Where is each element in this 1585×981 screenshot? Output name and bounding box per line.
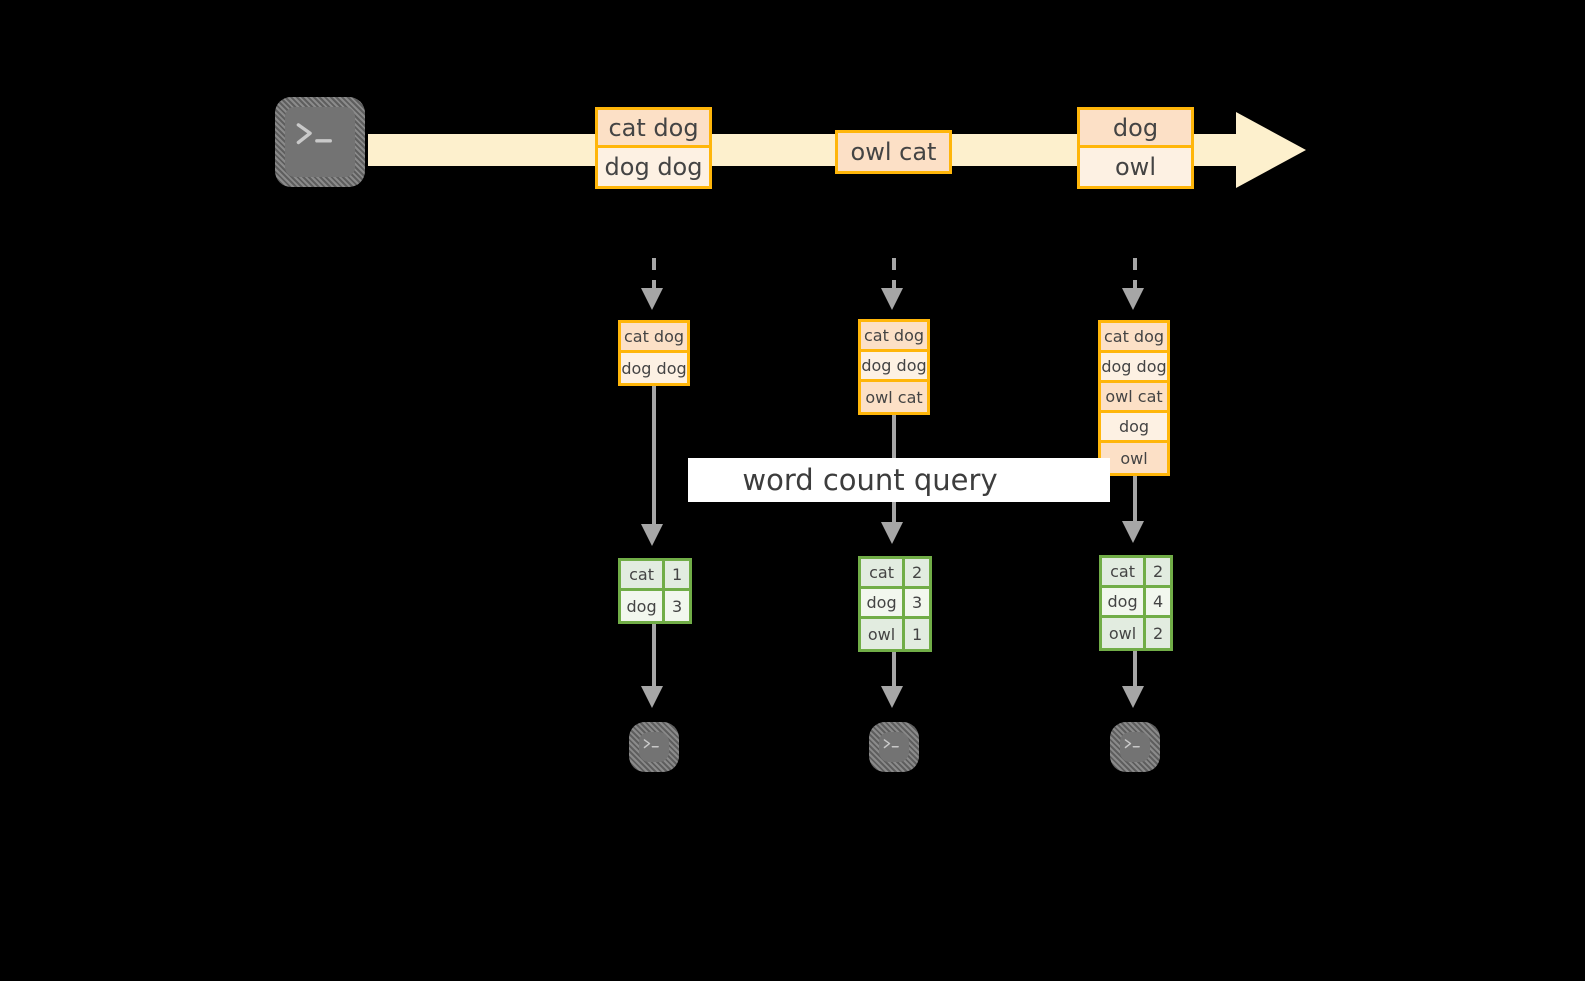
snapshot-3-input-line-3: owl cat bbox=[1101, 383, 1167, 413]
snapshot-2-input-line-1: cat dog bbox=[861, 322, 927, 352]
snapshot-1-capture-line bbox=[652, 258, 656, 296]
snapshot-3-row-3-key: owl bbox=[1102, 618, 1147, 648]
snapshot-1-row-2-value: 3 bbox=[665, 591, 689, 621]
snapshot-3-row-1-key: cat bbox=[1102, 558, 1147, 585]
snapshot-3-row-3-value: 2 bbox=[1146, 618, 1170, 648]
snapshot-3-query-arrowhead bbox=[1122, 521, 1144, 543]
snapshot-1-input-line-1: cat dog bbox=[621, 323, 687, 353]
stream-event-1-line-2: dog dog bbox=[598, 148, 709, 186]
snapshot-2-sink-arrowhead bbox=[881, 686, 903, 708]
snapshot-1-sink-terminal-icon bbox=[629, 722, 679, 772]
snapshot-3-row-2-key: dog bbox=[1102, 588, 1147, 615]
query-label: word count query bbox=[688, 458, 1110, 502]
table-row: dog 4 bbox=[1102, 588, 1170, 618]
snapshot-2-result-table: cat 2 dog 3 owl 1 bbox=[858, 556, 932, 652]
snapshot-1-query-arrowhead bbox=[641, 524, 663, 546]
snapshot-1-row-2-key: dog bbox=[621, 591, 666, 621]
snapshot-3-capture-line bbox=[1133, 258, 1137, 296]
snapshot-1-sink-arrowhead bbox=[641, 686, 663, 708]
snapshot-1-row-1-value: 1 bbox=[665, 561, 689, 588]
snapshot-3-row-1-value: 2 bbox=[1146, 558, 1170, 585]
snapshot-3-input-box: cat dog dog dog owl cat dog owl bbox=[1098, 320, 1170, 476]
query-label-text: word count query bbox=[742, 463, 998, 497]
snapshot-2-row-2-value: 3 bbox=[905, 589, 929, 616]
snapshot-2-row-1-key: cat bbox=[861, 559, 906, 586]
snapshot-3-input-line-5: owl bbox=[1101, 443, 1167, 473]
terminal-prompt-icon bbox=[295, 118, 345, 150]
table-row: owl 1 bbox=[861, 619, 929, 649]
snapshot-2-row-3-value: 1 bbox=[905, 619, 929, 649]
snapshot-1-row-1-key: cat bbox=[621, 561, 666, 588]
table-row: dog 3 bbox=[621, 591, 689, 621]
snapshot-2-capture-arrowhead bbox=[881, 288, 903, 310]
snapshot-1-sink-line bbox=[652, 622, 656, 688]
snapshot-2-row-2-key: dog bbox=[861, 589, 906, 616]
snapshot-2-row-3-key: owl bbox=[861, 619, 906, 649]
snapshot-2-sink-terminal-icon bbox=[869, 722, 919, 772]
table-row: owl 2 bbox=[1102, 618, 1170, 648]
snapshot-3-sink-terminal-icon bbox=[1110, 722, 1160, 772]
stream-event-3-line-2: owl bbox=[1080, 148, 1191, 186]
snapshot-2-input-box: cat dog dog dog owl cat bbox=[858, 319, 930, 415]
snapshot-1-query-line bbox=[652, 386, 656, 526]
stream-event-3-line-1: dog bbox=[1080, 110, 1191, 148]
source-terminal-icon bbox=[275, 97, 365, 187]
snapshot-2-sink-line bbox=[892, 650, 896, 688]
snapshot-2-capture-line bbox=[892, 258, 896, 296]
terminal-prompt-icon bbox=[643, 737, 665, 751]
snapshot-1-input-box: cat dog dog dog bbox=[618, 320, 690, 386]
snapshot-2-input-line-3: owl cat bbox=[861, 382, 927, 412]
snapshot-3-capture-arrowhead bbox=[1122, 288, 1144, 310]
stream-event-1-line-1: cat dog bbox=[598, 110, 709, 148]
table-row: cat 2 bbox=[861, 559, 929, 589]
stream-event-3: dog owl bbox=[1077, 107, 1194, 189]
stream-band-arrowhead bbox=[1236, 112, 1306, 188]
stream-event-2: owl cat bbox=[835, 130, 952, 174]
snapshot-3-sink-line bbox=[1133, 649, 1137, 688]
snapshot-3-result-table: cat 2 dog 4 owl 2 bbox=[1099, 555, 1173, 651]
snapshot-1-input-line-2: dog dog bbox=[621, 353, 687, 383]
snapshot-3-input-line-1: cat dog bbox=[1101, 323, 1167, 353]
terminal-prompt-icon bbox=[1124, 737, 1146, 751]
snapshot-3-row-2-value: 4 bbox=[1146, 588, 1170, 615]
table-row: dog 3 bbox=[861, 589, 929, 619]
stream-event-1: cat dog dog dog bbox=[595, 107, 712, 189]
terminal-prompt-icon bbox=[883, 737, 905, 751]
snapshot-1-capture-arrowhead bbox=[641, 288, 663, 310]
table-row: cat 2 bbox=[1102, 558, 1170, 588]
table-row: cat 1 bbox=[621, 561, 689, 591]
snapshot-3-sink-arrowhead bbox=[1122, 686, 1144, 708]
snapshot-3-query-line bbox=[1133, 476, 1137, 526]
stream-event-2-line-1: owl cat bbox=[838, 133, 949, 171]
snapshot-3-input-line-4: dog bbox=[1101, 413, 1167, 443]
snapshot-2-query-arrowhead bbox=[881, 522, 903, 544]
snapshot-2-input-line-2: dog dog bbox=[861, 352, 927, 382]
snapshot-3-input-line-2: dog dog bbox=[1101, 353, 1167, 383]
snapshot-1-result-table: cat 1 dog 3 bbox=[618, 558, 692, 624]
snapshot-2-row-1-value: 2 bbox=[905, 559, 929, 586]
